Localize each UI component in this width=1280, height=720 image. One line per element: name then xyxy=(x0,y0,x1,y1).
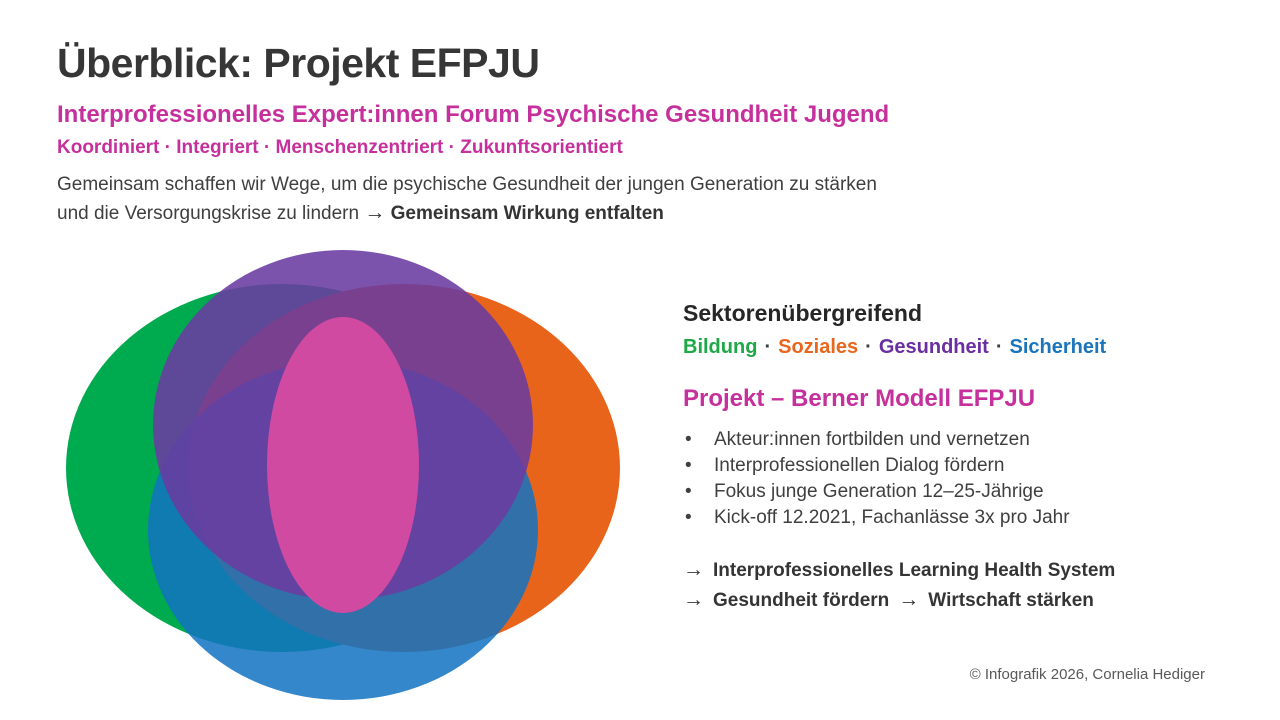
outcome-line-2: →Gesundheit fördern→Wirtschaft stärken xyxy=(683,588,1094,611)
intro-emphasis: Gemeinsam Wirkung entfalten xyxy=(390,203,664,224)
right-arrow-icon: → xyxy=(898,588,920,611)
sector-sicherheit: Sicherheit xyxy=(1009,336,1107,358)
page-title: Überblick: Projekt EFPJU xyxy=(57,40,540,86)
list-item: Interprofessionellen Dialog fördern xyxy=(683,453,1070,479)
outcome-line-1: →Interprofessionelles Learning Health Sy… xyxy=(683,558,1116,581)
project-heading: Projekt – Berner Modell EFPJU xyxy=(683,385,1036,412)
list-item: Fokus junge Generation 12–25-Jährige xyxy=(683,479,1070,505)
sectors-list: Bildung · Soziales · Gesundheit · Sicherheit xyxy=(683,336,1106,359)
dot-separator: · xyxy=(764,336,772,358)
venn-diagram xyxy=(66,250,620,700)
project-outcomes: →Interprofessionelles Learning Health Sy… xyxy=(683,555,1115,615)
right-arrow-icon: → xyxy=(683,588,704,611)
right-arrow-icon: → xyxy=(683,558,704,581)
sector-soziales: Soziales xyxy=(778,336,859,358)
dot-separator: · xyxy=(865,336,872,358)
sector-gesundheit: Gesundheit xyxy=(878,336,989,358)
intro-line-1: Gemeinsam schaffen wir Wege, um die psyc… xyxy=(57,174,877,195)
tagline: Koordiniert · Integriert · Menschenzentr… xyxy=(57,137,623,158)
subtitle: Interprofessionelles Expert:innen Forum … xyxy=(57,101,890,128)
venn-ellipse-magenta-center xyxy=(267,317,419,613)
list-item: Kick-off 12.2021, Fachanlässe 3x pro Jah… xyxy=(683,505,1070,531)
right-arrow-icon: → xyxy=(364,201,386,224)
dot-separator: · xyxy=(995,336,1003,358)
sector-bildung: Bildung xyxy=(683,336,758,358)
project-bullet-list: Akteur:innen fortbilden und vernetzen In… xyxy=(683,427,1070,531)
intro-text: Gemeinsam schaffen wir Wege, um die psyc… xyxy=(57,171,877,228)
sectors-heading: Sektorenübergreifend xyxy=(683,300,922,326)
intro-line-2: und die Versorgungskrise zu lindern → Ge… xyxy=(57,201,664,224)
list-item: Akteur:innen fortbilden und vernetzen xyxy=(683,427,1070,453)
copyright-credit: © Infografik 2026, Cornelia Hediger xyxy=(969,666,1205,683)
